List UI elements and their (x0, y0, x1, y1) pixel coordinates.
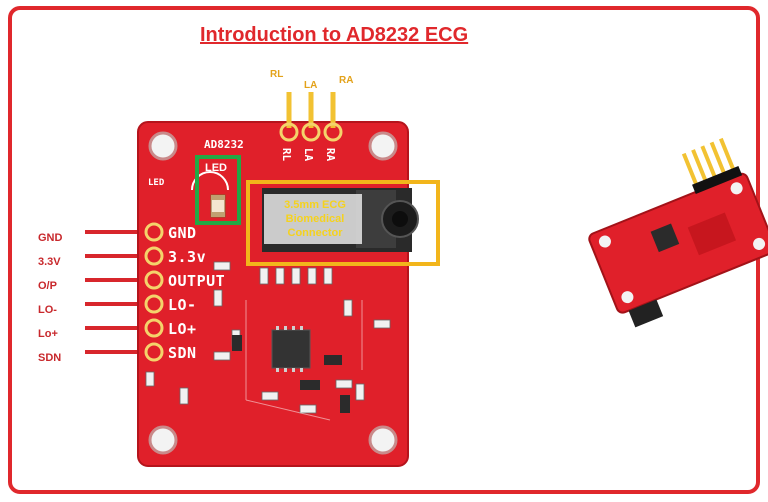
smd-dark-components (232, 335, 350, 413)
top-label-la: LA (304, 80, 318, 91)
board-silk-output: OUTPUT (168, 272, 226, 290)
board-silk-lo-plus: LO+ (168, 320, 197, 338)
connector-callout-line2: Biomedical (285, 213, 345, 225)
connector-callout-label: 3.5mm ECG Biomedical Connector (270, 198, 360, 240)
top-label-ra: RA (339, 75, 354, 86)
pin-label-3v3: 3.3V (38, 256, 61, 268)
pin-label-lo-plus: Lo+ (38, 328, 58, 340)
pin-label-lo-minus: LO- (38, 304, 57, 316)
board-silk-ra: RA (324, 147, 338, 162)
pin-label-sdn: SDN (38, 352, 62, 364)
board-silk-led: LED (148, 178, 165, 188)
board-silk-la: LA (302, 147, 316, 162)
smd-components (145, 261, 391, 414)
board-silk-chip-name: AD8232 (204, 138, 244, 151)
top-label-rl: RL (270, 69, 284, 80)
electrode-pins (279, 92, 343, 142)
board-silk-gnd: GND (168, 224, 197, 242)
connector-highlight-box (246, 180, 440, 266)
connector-callout-line3: Connector (287, 227, 343, 239)
header-pads (144, 222, 164, 362)
board-silk-lo-minus: LO- (168, 296, 197, 314)
audio-jack (262, 188, 419, 252)
led-highlight-box (195, 155, 241, 225)
board-silk-rl: RL (280, 147, 294, 162)
mounting-holes (148, 131, 398, 455)
board-silk-3v3: 3.3v (168, 248, 207, 266)
pin-label-gnd: GND (38, 232, 63, 244)
connector-callout-line1: 3.5mm ECG (284, 199, 346, 211)
ad8232-chip (271, 329, 311, 369)
pcb-board (138, 122, 408, 466)
led-callout-label: LED (205, 162, 227, 174)
pin-label-output: O/P (38, 280, 57, 292)
board-silk-sdn: SDN (168, 344, 197, 362)
page-title: Introduction to AD8232 ECG (200, 24, 469, 46)
module-photo (588, 137, 768, 328)
